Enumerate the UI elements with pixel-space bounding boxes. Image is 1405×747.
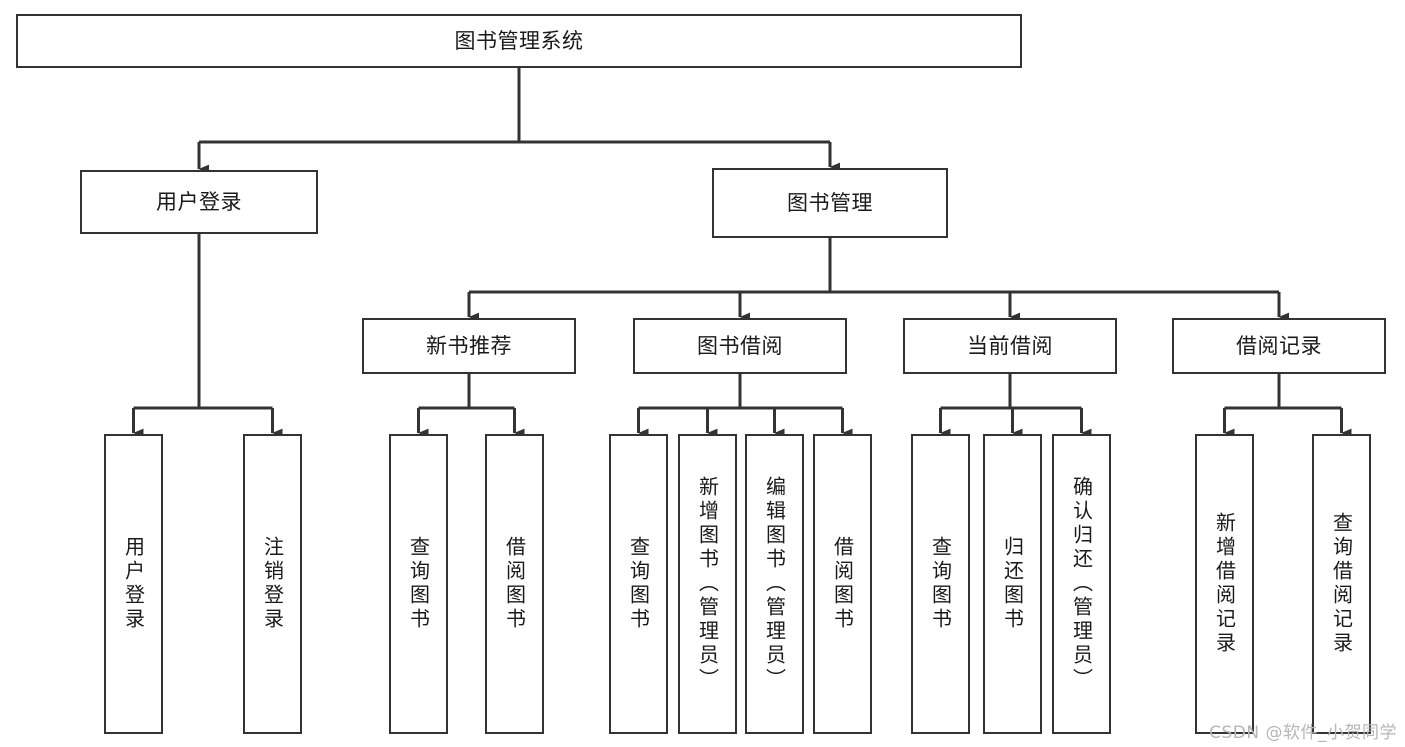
node-new-book-rec[interactable]: 新书推荐 [362, 318, 576, 374]
node-label-leaf-confirm-return: 确认归还（管理员） [1069, 476, 1094, 692]
node-label-leaf-return-book: 归还图书 [1000, 536, 1025, 632]
node-leaf-user-login[interactable]: 用户登录 [104, 434, 163, 734]
node-label-book-borrow: 图书借阅 [697, 333, 783, 358]
node-leaf-borrow-book[interactable]: 借阅图书 [813, 434, 872, 734]
node-leaf-add-book[interactable]: 新增图书（管理员） [678, 434, 737, 734]
node-borrow-record[interactable]: 借阅记录 [1172, 318, 1386, 374]
node-label-leaf-query-record: 查询借阅记录 [1329, 512, 1354, 656]
node-label-leaf-query-book-cur: 查询图书 [928, 536, 953, 632]
node-leaf-user-logout[interactable]: 注销登录 [243, 434, 302, 734]
node-label-root: 图书管理系统 [454, 28, 584, 53]
node-label-leaf-borrow-book: 借阅图书 [830, 536, 855, 632]
node-label-leaf-query-book: 查询图书 [626, 536, 651, 632]
node-leaf-add-record[interactable]: 新增借阅记录 [1195, 434, 1254, 734]
node-leaf-confirm-return[interactable]: 确认归还（管理员） [1052, 434, 1111, 734]
node-label-book-manage: 图书管理 [787, 190, 873, 215]
node-leaf-return-book[interactable]: 归还图书 [983, 434, 1042, 734]
node-label-leaf-query-book-rec: 查询图书 [406, 536, 431, 632]
node-label-leaf-edit-book: 编辑图书（管理员） [762, 476, 787, 692]
node-label-leaf-user-logout: 注销登录 [260, 536, 285, 632]
node-leaf-query-book[interactable]: 查询图书 [609, 434, 668, 734]
node-label-leaf-user-login: 用户登录 [121, 536, 146, 632]
node-label-leaf-add-record: 新增借阅记录 [1212, 512, 1237, 656]
node-current-borrow[interactable]: 当前借阅 [903, 318, 1117, 374]
node-leaf-query-record[interactable]: 查询借阅记录 [1312, 434, 1371, 734]
node-leaf-edit-book[interactable]: 编辑图书（管理员） [745, 434, 804, 734]
node-leaf-query-book-cur[interactable]: 查询图书 [911, 434, 970, 734]
node-leaf-borrow-book-rec[interactable]: 借阅图书 [485, 434, 544, 734]
node-label-user-login: 用户登录 [156, 189, 242, 214]
node-root[interactable]: 图书管理系统 [16, 14, 1022, 68]
node-label-new-book-rec: 新书推荐 [426, 333, 512, 358]
node-label-borrow-record: 借阅记录 [1236, 333, 1322, 358]
node-label-leaf-borrow-book-rec: 借阅图书 [502, 536, 527, 632]
node-book-borrow[interactable]: 图书借阅 [633, 318, 847, 374]
node-book-manage[interactable]: 图书管理 [712, 168, 948, 238]
node-leaf-query-book-rec[interactable]: 查询图书 [389, 434, 448, 734]
node-user-login[interactable]: 用户登录 [80, 170, 318, 234]
node-label-leaf-add-book: 新增图书（管理员） [695, 476, 720, 692]
node-label-current-borrow: 当前借阅 [967, 333, 1053, 358]
